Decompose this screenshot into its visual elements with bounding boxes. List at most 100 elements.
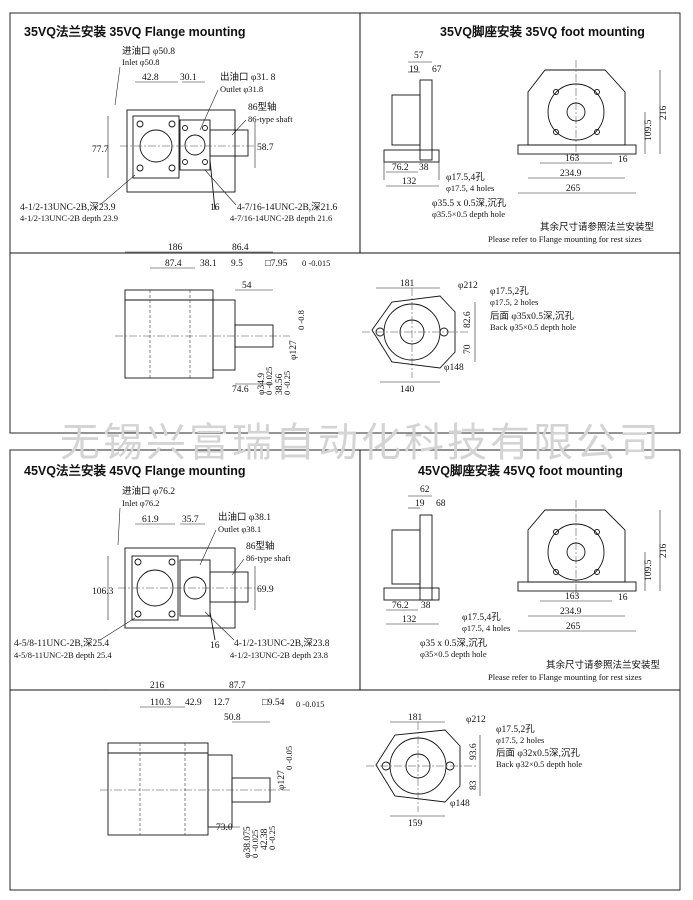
panel-35-foot-frame <box>359 12 681 254</box>
fl-35-hole-en: φ17.5, 2 holes <box>490 297 538 307</box>
fl-45-159: 159 <box>408 819 423 829</box>
foot-35-19: 19 <box>409 65 419 75</box>
thread2-45-en: 4-1/2-13UNC-2B depth 23.8 <box>230 650 328 660</box>
foot-35-38: 38 <box>419 163 429 173</box>
view-35-flange-front: 181 φ212 φ17.5,2孔 φ17.5, 2 holes 后面 φ35x… <box>362 279 576 395</box>
fl-45-83: 83 <box>469 780 479 790</box>
side-35-127: φ127 <box>289 340 299 360</box>
dim-35-16: 16 <box>210 203 220 213</box>
side-45-87-7: 87.7 <box>229 681 246 691</box>
view-35-flange: 35VQ法兰安装 35VQ Flange mounting 进油口 φ50.8 … <box>20 24 338 223</box>
thread1-45-cn: 4-5/8-11UNC-2B,深25.4 <box>14 638 109 649</box>
side-35-34-9: φ34.9 <box>257 373 267 395</box>
foot-35-hole-cn: φ17.5,4孔 <box>446 172 485 183</box>
foot-45-163: 163 <box>565 592 580 602</box>
outlet-35-cn: 出油口 φ31. 8 <box>220 71 276 83</box>
fl-45-hole-cn: φ17.5,2孔 <box>496 724 535 735</box>
foot-35-57: 57 <box>414 51 424 61</box>
foot-35-234-9: 234.9 <box>560 169 582 179</box>
foot-45-cb-cn: φ35 x 0.5深,沉孔 <box>420 638 488 649</box>
side-45-127: φ127 <box>277 770 287 790</box>
panel-35-lower-frame <box>9 252 681 434</box>
side-45-42-9: 42.9 <box>185 698 202 708</box>
side-45-50-8: 50.8 <box>224 713 241 723</box>
fl-45-back-cn: 后面 φ32x0.5深,沉孔 <box>496 748 580 759</box>
foot-45-16: 16 <box>618 593 628 603</box>
side-35-key: □7.95 <box>265 259 288 269</box>
view-45-flange: 45VQ法兰安装 45VQ Flange mounting 进油口 φ76.2 … <box>14 463 330 660</box>
note-45-cn: 其余尺寸请参照法兰安装型 <box>546 659 661 671</box>
foot-45-132: 132 <box>402 615 417 625</box>
fl-35-140: 140 <box>400 385 415 395</box>
side-35-9-5: 9.5 <box>231 259 243 269</box>
note-35-en: Please refer to Flange mounting for rest… <box>488 234 642 244</box>
outlet-45-cn: 出油口 φ38.1 <box>218 511 271 523</box>
side-45-127-tol: 0 -0.05 <box>284 746 294 770</box>
inlet-35-cn: 进油口 φ50.8 <box>122 45 175 57</box>
side-45-38-075: φ38.075 <box>243 826 253 858</box>
watermark-text: 无锡兴富瑞自动化科技有限公司 <box>60 420 662 466</box>
foot-45-109-5: 109.5 <box>644 559 654 581</box>
foot-45-hole-en: φ17.5, 4 holes <box>462 623 510 633</box>
view-45-flange-front: 181 φ212 φ17.5,2孔 φ17.5, 2 holes 后面 φ32x… <box>366 713 582 829</box>
thread2-35-cn: 4-7/16-14UNC-2B,深21.6 <box>237 202 338 213</box>
foot-35-cb-cn: φ35.5 x 0.5深,沉孔 <box>432 198 507 209</box>
side-35-186: 186 <box>168 243 183 253</box>
foot-35-16: 16 <box>618 155 628 165</box>
view-35-foot: 35VQ脚座安装 35VQ foot mounting 57 19 67 76.… <box>383 24 669 244</box>
side-35-87-4: 87.4 <box>165 259 182 269</box>
thread2-35-en: 4-7/16-14UNC-2B depth 21.6 <box>230 213 332 223</box>
foot-35-109-5: 109.5 <box>644 119 654 141</box>
side-45-key-tol: 0 -0.015 <box>296 699 324 709</box>
panel-45-foot-frame <box>359 449 681 691</box>
side-45-42-38-tol: 0 -0.25 <box>267 826 277 850</box>
foot-45-cb-en: φ35×0.5 depth hole <box>420 649 487 659</box>
side-45-73-0: 73.0 <box>216 823 233 833</box>
side-35-34-9-tol: 0 -0.025 <box>264 367 274 395</box>
inlet-35-en: Inlet φ50.8 <box>122 57 159 67</box>
foot-45-216: 216 <box>659 544 669 559</box>
fl-35-212: φ212 <box>458 281 478 291</box>
side-35-54: 54 <box>242 281 252 291</box>
fl-45-148: φ148 <box>450 799 470 809</box>
foot-45-265: 265 <box>566 622 581 632</box>
fl-35-148: φ148 <box>444 363 464 373</box>
shaft-35-en: 86-type shaft <box>248 114 293 124</box>
foot-35-216: 216 <box>659 106 669 121</box>
fl-45-back-en: Back φ32×0.5 depth hole <box>496 759 582 769</box>
foot-35-67: 67 <box>432 65 442 75</box>
title-45-foot: 45VQ脚座安装 45VQ foot mounting <box>418 463 623 478</box>
view-35-side: 186 86.4 87.4 38.1 9.5 □7.95 0 -0.015 54… <box>115 243 330 395</box>
fl-35-hole-cn: φ17.5,2孔 <box>490 286 529 297</box>
outlet-35-en: Outlet φ31.8 <box>220 84 263 94</box>
title-45-flange: 45VQ法兰安装 45VQ Flange mounting <box>24 463 246 478</box>
fl-35-70: 70 <box>463 344 473 354</box>
shaft-45-cn: 86型轴 <box>246 540 275 552</box>
outlet-45-en: Outlet φ38.1 <box>218 524 261 534</box>
inlet-45-en: Inlet φ76.2 <box>122 498 159 508</box>
title-35-flange: 35VQ法兰安装 35VQ Flange mounting <box>24 24 246 39</box>
foot-45-68: 68 <box>436 499 446 509</box>
side-35-38-1: 38.1 <box>200 259 217 269</box>
dim-35-30-1: 30.1 <box>180 73 197 83</box>
side-35-38-56: 38.56 <box>275 373 285 395</box>
side-45-12-7: 12.7 <box>213 698 230 708</box>
thread1-45-en: 4-5/8-11UNC-2B depth 25.4 <box>14 650 112 660</box>
fl-35-back-cn: 后面 φ35x0.5深,沉孔 <box>490 311 574 322</box>
foot-45-19: 19 <box>415 499 425 509</box>
foot-35-76-2: 76.2 <box>392 163 409 173</box>
foot-35-265: 265 <box>566 184 581 194</box>
dim-45-61-9: 61.9 <box>142 515 159 525</box>
shaft-45-en: 86-type shaft <box>246 553 291 563</box>
side-45-key: □9.54 <box>262 698 285 708</box>
dim-45-69-9: 69.9 <box>257 585 274 595</box>
dim-45-16: 16 <box>210 641 220 651</box>
foot-35-163: 163 <box>565 154 580 164</box>
side-45-42-38: 42.38 <box>260 828 270 850</box>
fl-35-181: 181 <box>400 279 415 289</box>
foot-35-132: 132 <box>402 177 417 187</box>
fl-45-181: 181 <box>408 713 423 723</box>
side-35-127-tol: 0 -0.8 <box>296 310 306 330</box>
side-35-38-56-tol: 0 -0.25 <box>282 371 292 395</box>
note-35-cn: 其余尺寸请参照法兰安装型 <box>540 221 655 233</box>
